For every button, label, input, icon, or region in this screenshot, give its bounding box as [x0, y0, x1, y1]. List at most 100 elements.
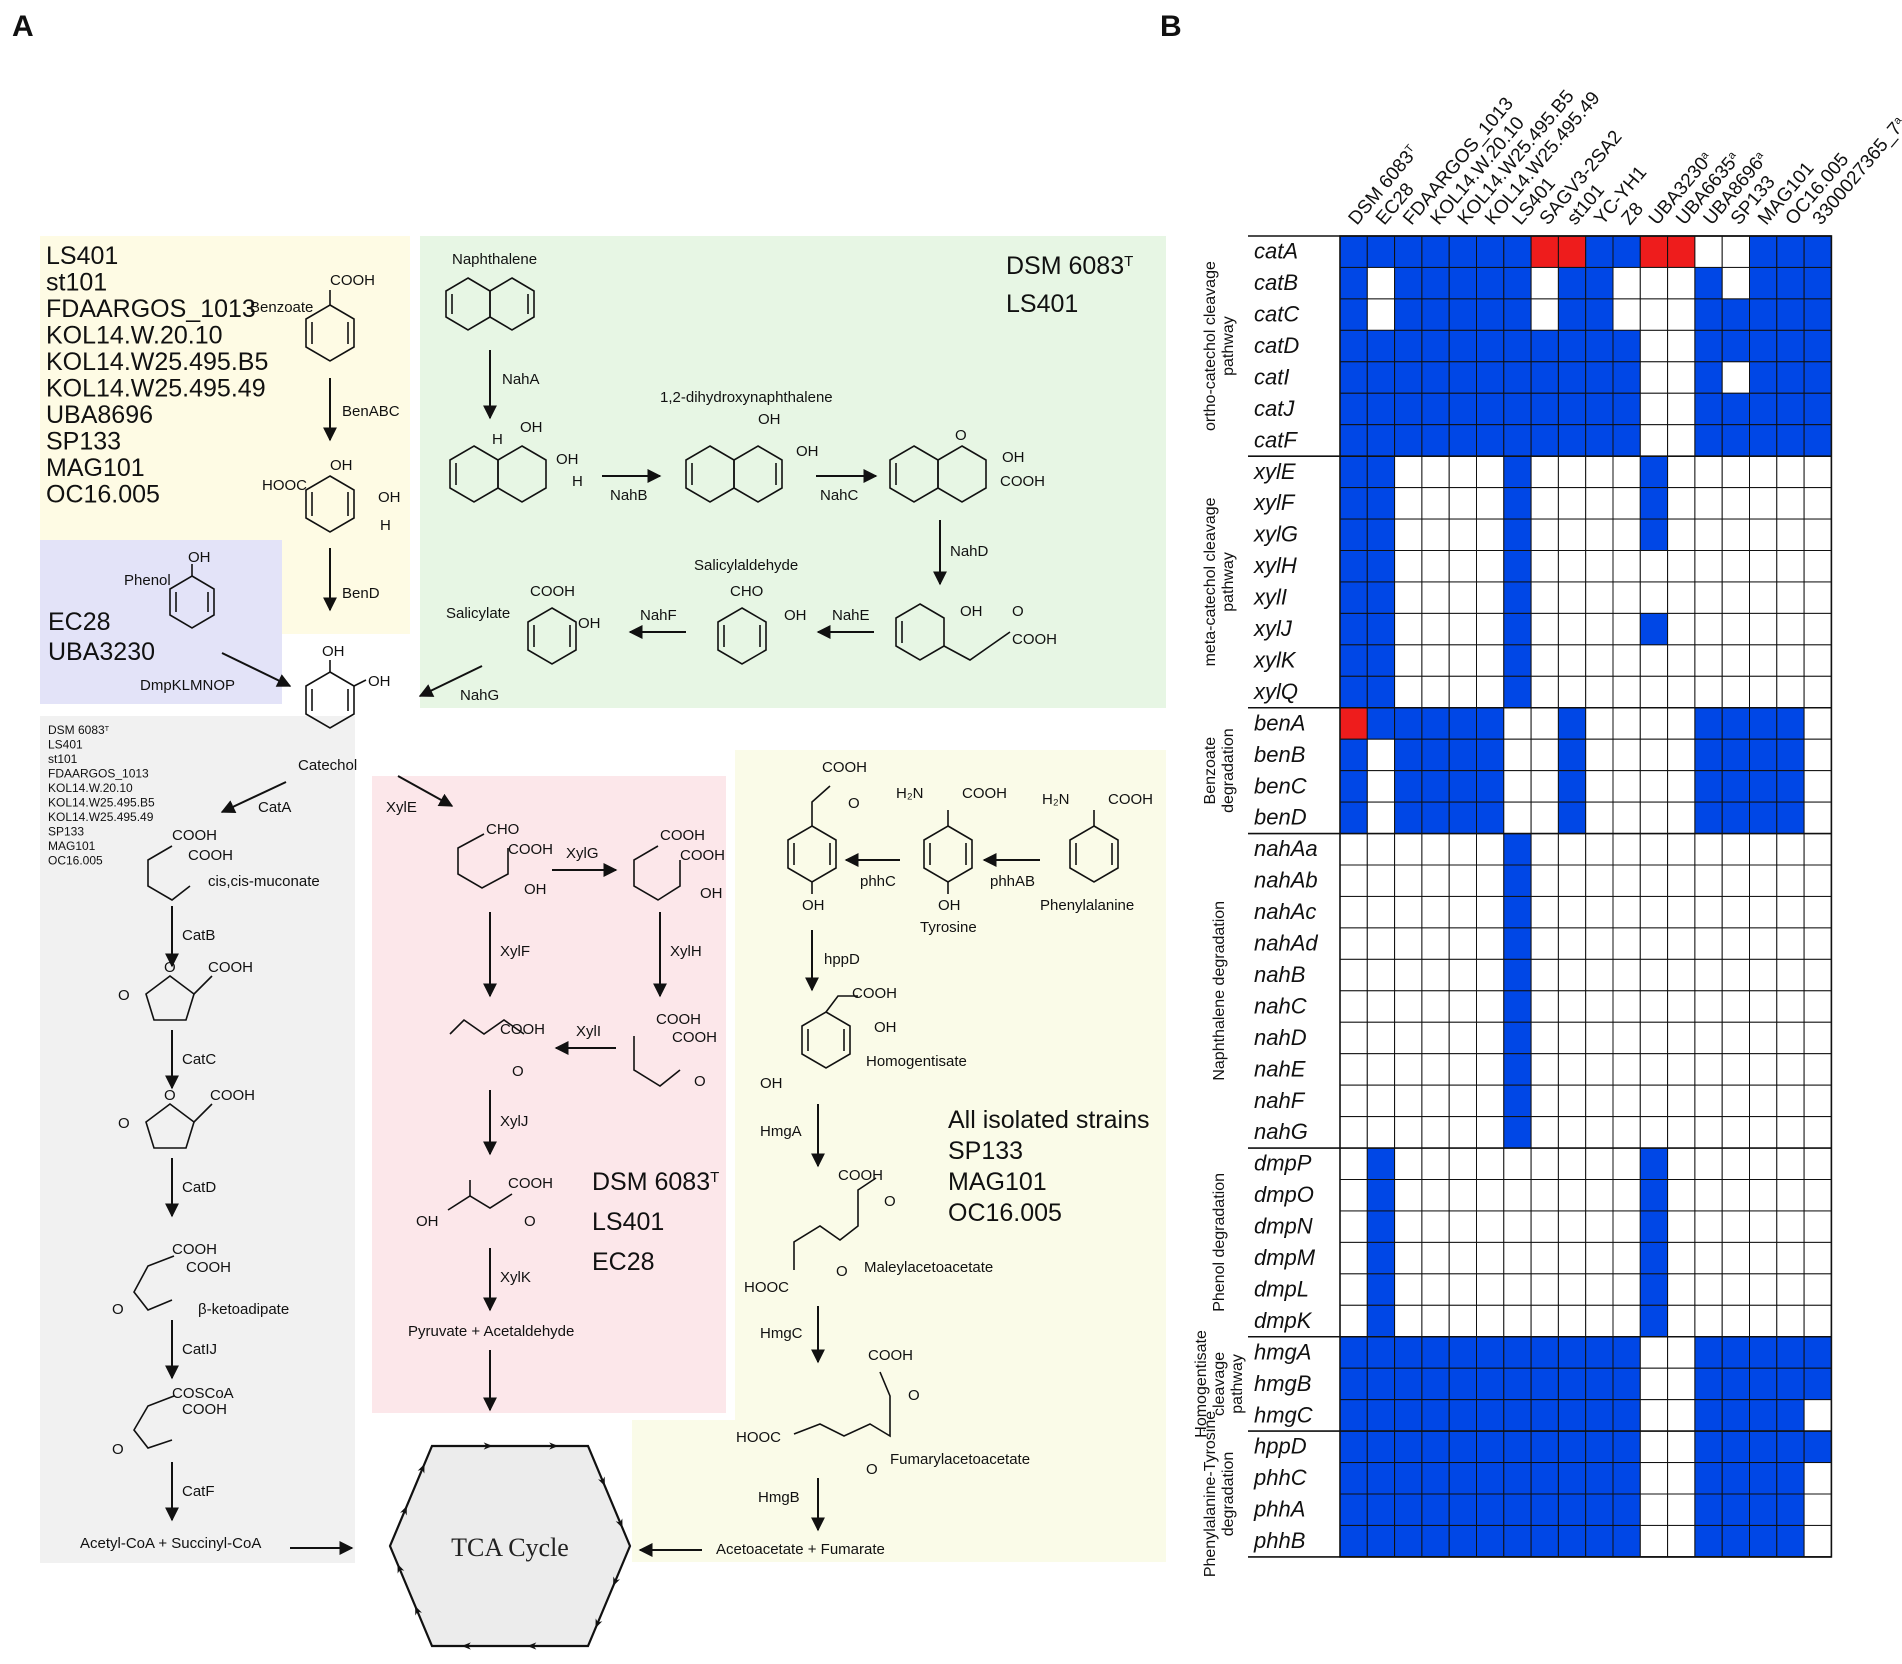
heatmap-cell: [1776, 455, 1805, 489]
heatmap-cell: [1530, 487, 1559, 520]
heatmap-cell: [1448, 1462, 1477, 1495]
heatmap-cell: [1803, 235, 1832, 268]
heatmap-cell: [1612, 1210, 1641, 1243]
heatmap-cell: [1366, 1053, 1396, 1086]
gene-label: nahC: [1254, 993, 1307, 1018]
gene-label: benB: [1254, 742, 1305, 767]
phenol-structure: [169, 564, 215, 629]
heatmap-cell: [1503, 1430, 1532, 1464]
gene-label: catD: [1254, 333, 1299, 358]
heatmap-cell: [1339, 361, 1368, 394]
heatmap-cell: [1803, 361, 1832, 394]
heatmap-cell: [1667, 707, 1696, 740]
heatmap-cell: [1749, 1084, 1778, 1118]
strain-name: LS401: [592, 1208, 664, 1236]
heatmap-cell: [1339, 1179, 1368, 1212]
heatmap-cell: [1585, 864, 1614, 897]
heatmap-cell: [1694, 581, 1723, 614]
heatmap-cell: [1557, 990, 1587, 1023]
heatmap-cell: [1557, 581, 1587, 614]
heatmap-cell: [1339, 770, 1368, 803]
heatmap-cell: [1639, 990, 1669, 1023]
heatmap-cell: [1776, 1399, 1805, 1432]
heatmap-cell: [1421, 895, 1450, 929]
heatmap-cell: [1448, 266, 1477, 300]
heatmap-cell: [1585, 550, 1614, 583]
ketoadipylcoa-structure: [133, 1395, 175, 1449]
heatmap-cell: [1421, 1021, 1450, 1055]
heatmap-cell: [1394, 958, 1423, 992]
heatmap-cell: [1749, 801, 1778, 835]
enzyme-xylf: XylF: [500, 943, 530, 960]
heatmap-cell: [1667, 1147, 1696, 1181]
maleylacetoacetate-label: Maleylacetoacetate: [864, 1259, 993, 1276]
heatmap-cell: [1394, 581, 1423, 614]
heatmap-cell: [1721, 927, 1750, 960]
heatmap-cell: [1339, 266, 1368, 300]
heatmap-cell: [1694, 1367, 1723, 1401]
phenol-box: [40, 540, 282, 704]
heatmap-cell: [1585, 392, 1614, 426]
heatmap-cell: [1476, 833, 1505, 866]
heatmap-cell: [1421, 1147, 1450, 1181]
phe-cooh: COOH: [1108, 791, 1153, 808]
heatmap-cell: [1749, 1179, 1778, 1212]
heatmap-cell: [1421, 1493, 1450, 1526]
heatmap-cell: [1585, 298, 1614, 331]
heatmap-cell: [1694, 1399, 1723, 1432]
heatmap-cell: [1749, 927, 1778, 960]
heatmap-cell: [1612, 455, 1641, 489]
heatmap-cell: [1694, 266, 1723, 300]
heatmap-cell: [1667, 833, 1696, 866]
enzyme-hppd: hppD: [824, 951, 860, 968]
enollactone-structure: [145, 1103, 213, 1149]
heatmap-cell: [1612, 675, 1641, 709]
heatmap-cell: [1749, 1021, 1778, 1055]
heatmap-cell: [1749, 581, 1778, 614]
heatmap-cell: [1612, 298, 1641, 331]
heatmap-cell: [1530, 1304, 1559, 1338]
heatmap-cell: [1448, 675, 1477, 709]
heatmap-cell: [1776, 1021, 1805, 1055]
heatmap-cell: [1585, 612, 1614, 646]
heatmap-cell: [1749, 1304, 1778, 1338]
heatmap-cell: [1803, 455, 1832, 489]
heatmap-cell: [1667, 1336, 1696, 1369]
heatmap-cell: [1503, 1021, 1532, 1055]
heatmap-cell: [1776, 298, 1805, 331]
benzoate-diol-structure: [305, 475, 355, 533]
heatmap-cell: [1530, 424, 1559, 457]
heatmap-cell: [1803, 1304, 1832, 1338]
heatmap-cell: [1776, 1273, 1805, 1306]
heatmap-cell: [1503, 990, 1532, 1023]
heatmap-cell: [1557, 675, 1587, 709]
enzyme-xylj: XylJ: [500, 1113, 528, 1130]
heatmap-cell: [1612, 1430, 1641, 1464]
heatmap-cell: [1530, 455, 1559, 489]
enzyme-catf: CatF: [182, 1483, 215, 1500]
heatmap-cell: [1694, 455, 1723, 489]
heatmap-cell: [1366, 644, 1396, 677]
hop-cooh: COOH: [508, 1175, 553, 1192]
heatmap-cell: [1366, 298, 1396, 331]
strain-name: KOL14.W25.495.B5: [46, 348, 268, 376]
gene-label: phhB: [1253, 1528, 1305, 1553]
strain-name: All isolated strains: [948, 1106, 1149, 1134]
heatmap-cell: [1776, 1241, 1805, 1275]
benzoate-label: Benzoate: [250, 299, 313, 316]
heatmap-cell: [1366, 895, 1396, 929]
heatmap-cell: [1803, 895, 1832, 929]
heatmap-cell: [1585, 1493, 1614, 1526]
heatmap-cell: [1803, 707, 1832, 740]
kac-o: O: [112, 1441, 124, 1458]
heatmap-cell: [1721, 864, 1750, 897]
heatmap-cell: [1776, 1524, 1805, 1558]
heatmap-cell: [1557, 235, 1587, 268]
heatmap-cell: [1394, 644, 1423, 677]
gene-label: xylK: [1253, 647, 1297, 672]
enzyme-naha: NahA: [502, 371, 540, 388]
heatmap-cell: [1503, 864, 1532, 897]
heatmap-cell: [1476, 1304, 1505, 1338]
muconate-label: cis,cis-muconate: [208, 873, 320, 890]
maa-cooh: COOH: [838, 1167, 883, 1184]
